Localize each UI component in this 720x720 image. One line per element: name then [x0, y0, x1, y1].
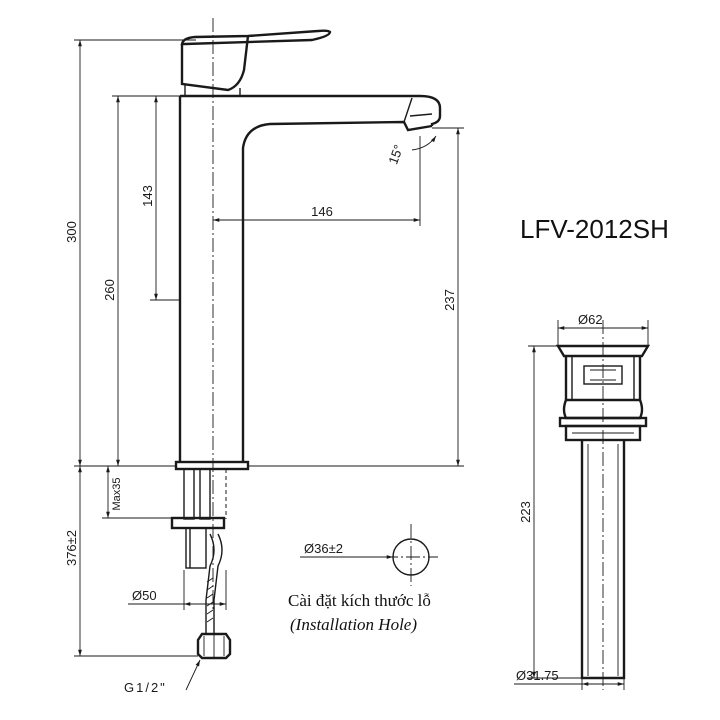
hose-nut	[196, 632, 232, 660]
spout-top	[180, 94, 442, 126]
shank-stud	[199, 468, 211, 520]
install-note-vi: Cài đặt kích thước lỗ	[288, 591, 431, 610]
model-label: LFV-2012SH	[520, 214, 669, 244]
dim-300-label: 300	[64, 221, 79, 243]
dim-50-label: Ø50	[132, 588, 157, 603]
dim-237-label: 237	[442, 289, 457, 311]
faucet-drawing	[170, 18, 442, 660]
drain-nut	[564, 424, 642, 442]
dim-260-label: 260	[102, 279, 117, 301]
drain-body	[564, 356, 642, 402]
hose-left	[205, 533, 215, 634]
drain-tailpipe	[580, 440, 626, 680]
hose-right	[213, 533, 223, 634]
dim-angle-label: 15°	[385, 143, 406, 167]
mounting-plate	[170, 516, 226, 530]
thread-label: G1/2"	[124, 680, 167, 695]
aerator-line	[409, 113, 433, 117]
thread-leader	[185, 659, 201, 691]
base-collar	[174, 460, 250, 471]
dim-146-label: 146	[311, 204, 333, 219]
faucet-dimensions: 300 260 143 146 15° 237 Max35 376±2 Ø50 …	[64, 39, 464, 695]
drain-cap	[555, 344, 651, 358]
dim-376-label: 376±2	[64, 530, 79, 566]
drain-window	[583, 365, 623, 385]
spout-tip	[403, 97, 413, 123]
body-right-spout-bottom	[241, 120, 433, 462]
drain-drawing: Ø62 223 Ø31.75	[514, 312, 651, 690]
mounting-nut	[185, 527, 207, 569]
handle-lever	[180, 29, 332, 46]
dim-max35-label: Max35	[111, 477, 123, 510]
install-note-en: (Installation Hole)	[290, 615, 417, 634]
dim-143-label: 143	[140, 185, 155, 207]
installation-hole-drawing: Ø36±2 Cài đặt kích thước lỗ (Installatio…	[288, 524, 438, 634]
handle-body	[180, 35, 250, 92]
dim-62-label: Ø62	[578, 312, 603, 327]
dim-223-label: 223	[518, 501, 533, 523]
dim-3175-label: Ø31.75	[516, 668, 559, 683]
angle-arc	[411, 135, 437, 151]
shank-left	[183, 468, 195, 520]
hole-dim-label: Ø36±2	[304, 541, 343, 556]
